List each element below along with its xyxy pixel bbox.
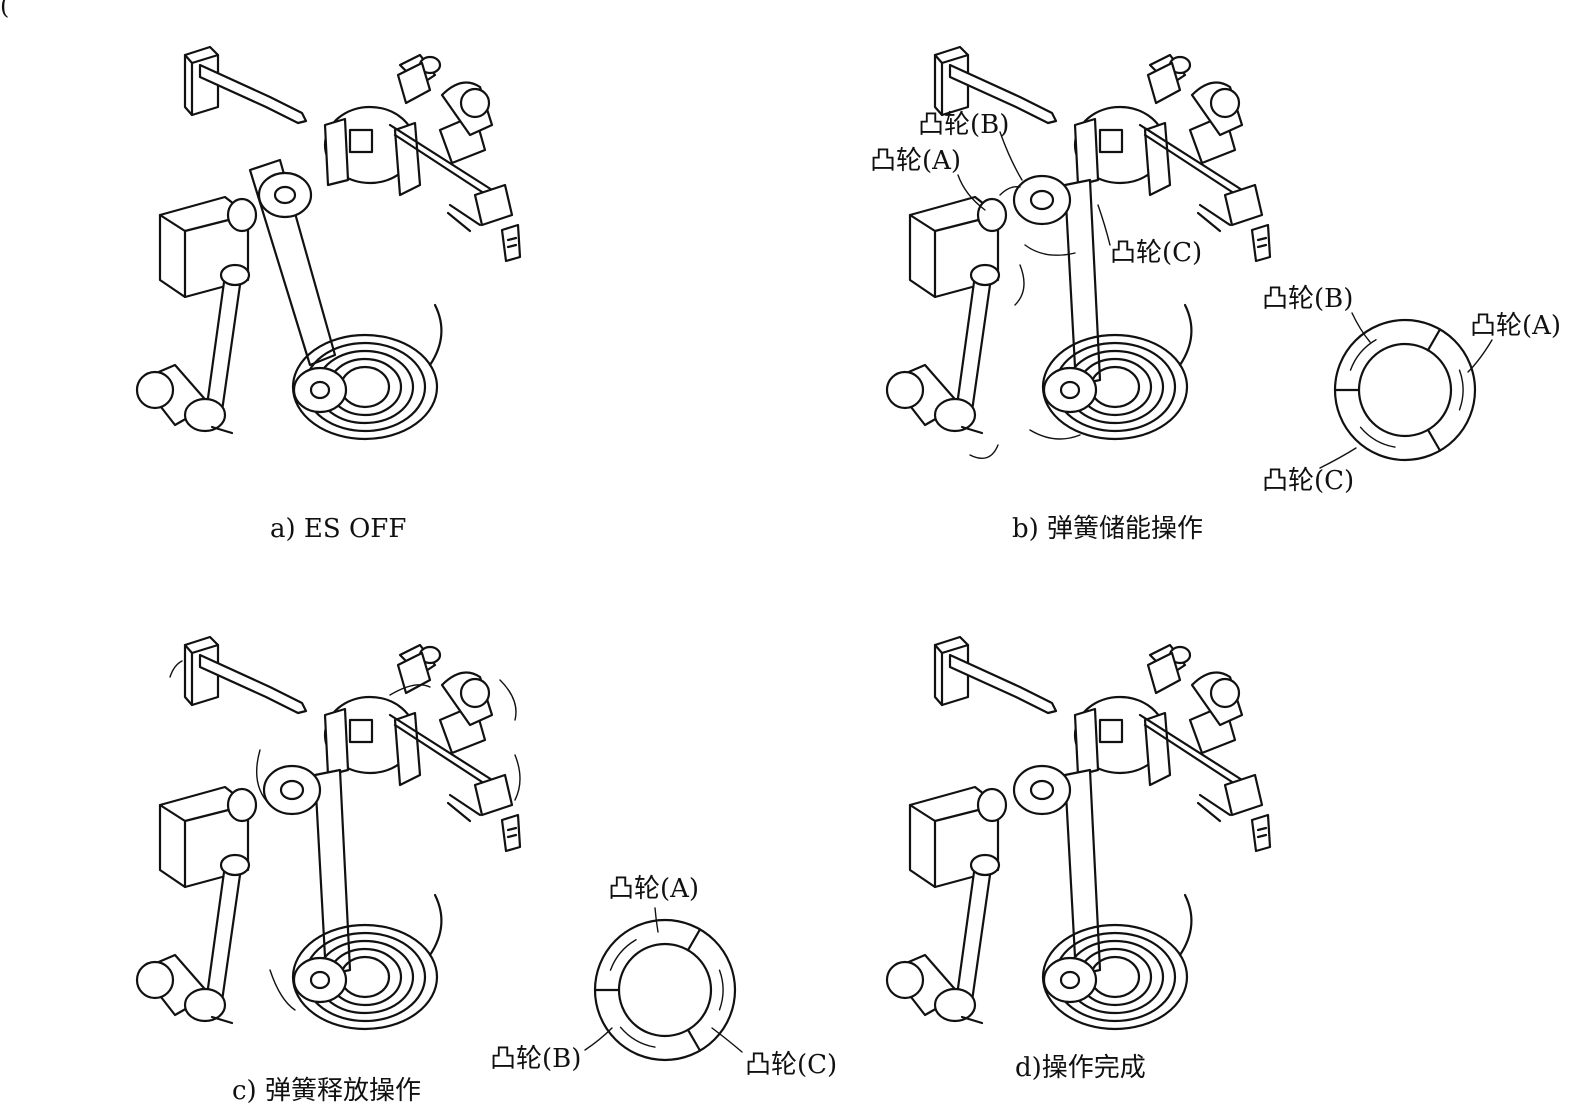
plunger-group [396, 643, 494, 755]
spiral-spring [291, 303, 443, 441]
spiral-spring [1041, 303, 1193, 441]
label-b-ring-b: 凸轮(B) [1262, 284, 1354, 314]
cam-ring-c [593, 918, 737, 1062]
label-c-ring-b: 凸轮(B) [490, 1044, 582, 1074]
ring-segment-cut [686, 928, 702, 952]
crank-motor [885, 853, 1001, 1025]
label-b-cam-b: 凸轮(B) [918, 110, 1010, 140]
rotation-arrows [169, 660, 521, 1011]
ring-arrow [1458, 369, 1464, 411]
crank-motor [135, 263, 251, 435]
label-b-ring-c: 凸轮(C) [1262, 466, 1355, 496]
caption-b: b) 弹簧储能操作 [1012, 514, 1204, 544]
label-b-cam-c: 凸轮(C) [1110, 238, 1203, 268]
spiral-spring [1041, 893, 1193, 1031]
mechanism-a [135, 45, 522, 441]
cam-body [323, 695, 522, 853]
ring-arrow [619, 1026, 656, 1048]
label-b-ring-a: 凸轮(A) [1470, 311, 1562, 341]
caption-a: a) ES OFF [270, 514, 407, 544]
ring-segment-cut [686, 1028, 702, 1052]
upper-bracket [933, 45, 1058, 125]
crank-motor [885, 263, 1001, 435]
label-c-ring-c: 凸轮(C) [745, 1050, 838, 1080]
main-link [1012, 174, 1102, 387]
ring-arrow [1359, 426, 1396, 448]
main-link [1012, 764, 1102, 977]
upper-bracket [183, 45, 308, 125]
upper-bracket [183, 635, 308, 715]
plunger-group [396, 53, 494, 165]
crank-motor [135, 853, 251, 1025]
plunger-group [1146, 53, 1244, 165]
ring-arrow [609, 939, 637, 971]
cam-body [1073, 105, 1272, 263]
ring-segment-cut [1426, 428, 1442, 452]
clipped-top-text: ( [0, 0, 10, 20]
ring-arrow [1349, 339, 1377, 371]
plunger-group [1146, 643, 1244, 755]
mechanism-c [135, 635, 522, 1031]
label-c-ring-a: 凸轮(A) [608, 874, 700, 904]
ring-arrow [718, 969, 724, 1011]
main-link [262, 764, 352, 977]
upper-bracket [933, 635, 1058, 715]
caption-d: d)操作完成 [1015, 1053, 1146, 1083]
main-link [248, 158, 337, 367]
rotation-arrows [969, 185, 1081, 459]
mechanism-d [885, 635, 1272, 1031]
cam-ring-b [1333, 318, 1477, 462]
label-b-cam-a: 凸轮(A) [870, 146, 962, 176]
cam-body [323, 105, 522, 263]
cam-body [1073, 695, 1272, 853]
mechanism-b [885, 45, 1272, 459]
caption-c: c) 弹簧释放操作 [232, 1076, 421, 1106]
spiral-spring [291, 893, 443, 1031]
ring-segment-cut [1426, 328, 1442, 352]
